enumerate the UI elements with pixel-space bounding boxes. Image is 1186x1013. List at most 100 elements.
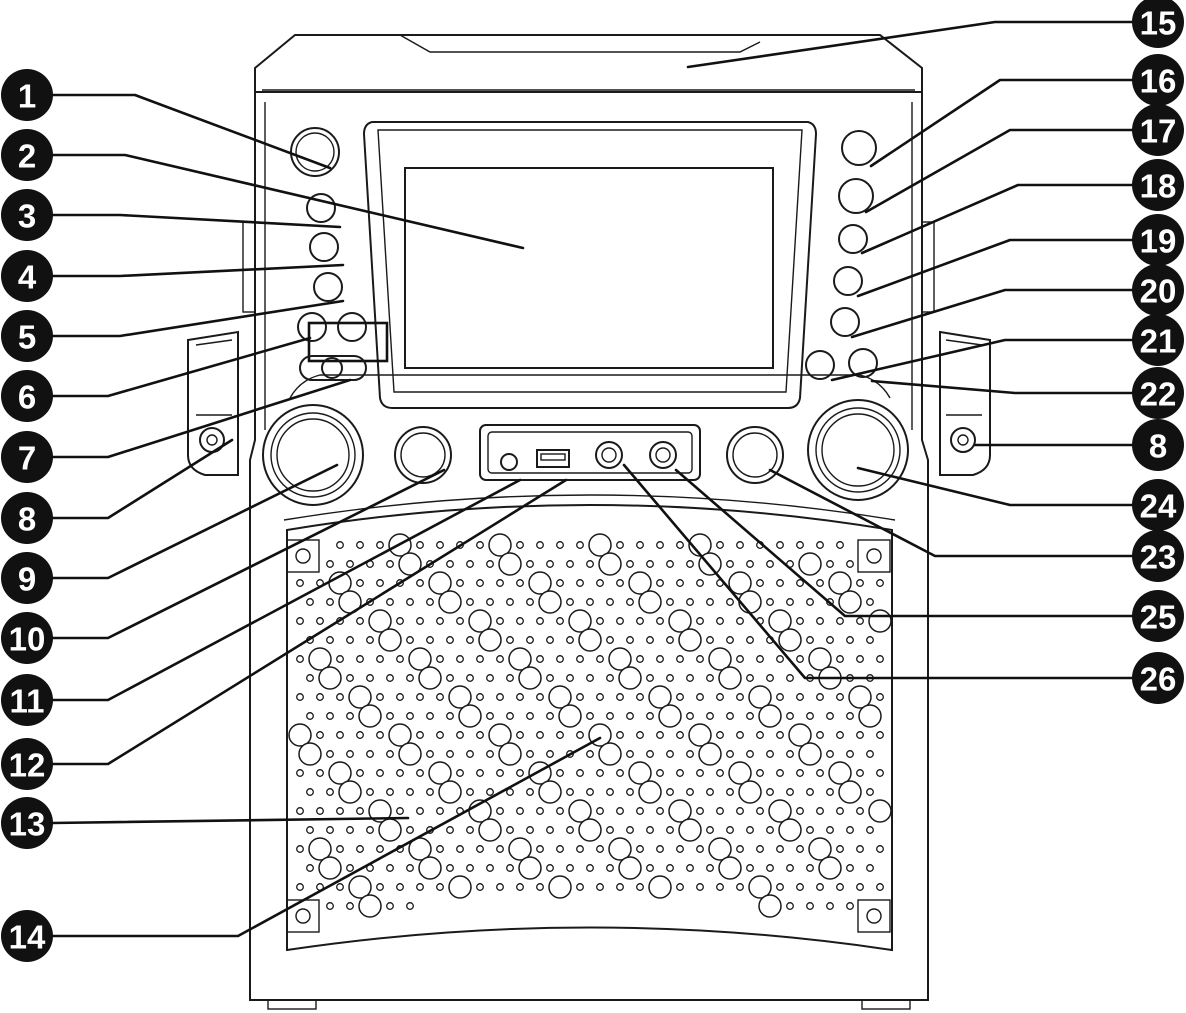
- jack-panel: [479, 424, 701, 481]
- grille-hole: [576, 541, 584, 549]
- grille-led: [398, 552, 422, 576]
- leader-16: [869, 78, 1136, 168]
- leader-26: [622, 463, 1136, 680]
- grille-hole: [406, 598, 414, 606]
- button-right-5[interactable]: [830, 307, 860, 337]
- grille-hole: [816, 541, 824, 549]
- grille-led: [598, 742, 622, 766]
- grille-hole: [306, 674, 314, 682]
- grille-hole: [836, 845, 844, 853]
- button-pair-b[interactable]: [337, 312, 367, 342]
- grille-hole: [486, 598, 494, 606]
- grille-led: [768, 799, 792, 823]
- grille-hole: [856, 769, 864, 777]
- grille-hole: [336, 541, 344, 549]
- grille-hole: [666, 636, 674, 644]
- knob-small-right[interactable]: [726, 426, 784, 484]
- grille-hole: [346, 712, 354, 720]
- leader-20: [850, 288, 1136, 339]
- grille-hole: [406, 864, 414, 872]
- button-right-2[interactable]: [838, 178, 874, 214]
- jack-small[interactable]: [500, 453, 518, 471]
- button-left-2[interactable]: [309, 232, 339, 262]
- grille-hole: [876, 693, 884, 701]
- grille-led: [638, 590, 662, 614]
- grille-hole: [376, 541, 384, 549]
- callout-14: 14: [1, 910, 53, 962]
- grille-hole: [866, 826, 874, 834]
- grille-hole: [386, 674, 394, 682]
- grille-hole: [396, 579, 404, 587]
- grille-hole: [746, 750, 754, 758]
- grille-hole: [646, 636, 654, 644]
- callout-label: 16: [1140, 63, 1177, 100]
- knob-small-left[interactable]: [394, 426, 452, 484]
- grille-hole: [866, 750, 874, 758]
- button-right-4[interactable]: [833, 266, 863, 296]
- grille-hole: [836, 617, 844, 625]
- grille-hole: [796, 579, 804, 587]
- grille-hole: [826, 826, 834, 834]
- grille-led: [618, 666, 642, 690]
- grille-hole: [316, 807, 324, 815]
- grille-hole: [476, 655, 484, 663]
- button-left-1[interactable]: [306, 193, 336, 223]
- callout-label: 19: [1140, 223, 1177, 260]
- grille-hole: [456, 655, 464, 663]
- grille-hole: [376, 883, 384, 891]
- grille-led: [388, 723, 412, 747]
- grille-led: [438, 780, 462, 804]
- grille-hole: [526, 826, 534, 834]
- callout-badges: 1 2 3 4 5 6 7 8 9 10 11 12 13 14 15 16 1…: [1, 0, 1184, 962]
- grille-hole: [706, 674, 714, 682]
- leader-21: [830, 338, 1136, 382]
- grille-led: [678, 818, 702, 842]
- button-pair-right-a[interactable]: [805, 350, 835, 380]
- button-large-top-left[interactable]: [290, 127, 340, 177]
- grille-hole: [446, 864, 454, 872]
- leader-8l: [50, 438, 234, 520]
- grille-led: [378, 818, 402, 842]
- button-pair-a[interactable]: [297, 312, 327, 342]
- grille-hole: [816, 617, 824, 625]
- callout-label: 26: [1140, 661, 1177, 698]
- slide-switch[interactable]: [299, 355, 367, 381]
- grille-hole: [766, 788, 774, 796]
- grille-hole: [866, 598, 874, 606]
- button-right-3[interactable]: [838, 224, 868, 254]
- grille-hole: [776, 845, 784, 853]
- grille-hole: [846, 560, 854, 568]
- grille-hole: [346, 560, 354, 568]
- grille-hole: [366, 826, 374, 834]
- grille-led: [828, 761, 852, 785]
- grille-hole: [346, 826, 354, 834]
- button-pair-right-b[interactable]: [848, 348, 878, 378]
- grille-hole: [756, 807, 764, 815]
- grille-hole: [626, 598, 634, 606]
- grille-hole: [866, 636, 874, 644]
- grille-hole: [836, 655, 844, 663]
- grille-led: [338, 780, 362, 804]
- grille-hole: [776, 693, 784, 701]
- grille-hole: [406, 902, 414, 910]
- grille-led: [748, 685, 772, 709]
- grille-hole: [386, 864, 394, 872]
- mic-jack-right[interactable]: [649, 441, 677, 469]
- grille-hole: [826, 750, 834, 758]
- grille-hole: [616, 617, 624, 625]
- button-left-3[interactable]: [313, 272, 343, 302]
- button-right-1[interactable]: [841, 130, 877, 166]
- grille-hole: [296, 617, 304, 625]
- usb-port[interactable]: [536, 449, 570, 468]
- callout-label: 4: [18, 259, 37, 296]
- grille-hole: [586, 864, 594, 872]
- grille-hole: [536, 655, 544, 663]
- grille-hole: [536, 693, 544, 701]
- knob-large-left[interactable]: [262, 404, 364, 506]
- mic-jack-left[interactable]: [595, 441, 623, 469]
- grille-hole: [646, 864, 654, 872]
- knob-large-right[interactable]: [807, 399, 909, 501]
- callout-label: 17: [1140, 113, 1177, 150]
- grille-hole: [676, 579, 684, 587]
- grille-hole: [706, 788, 714, 796]
